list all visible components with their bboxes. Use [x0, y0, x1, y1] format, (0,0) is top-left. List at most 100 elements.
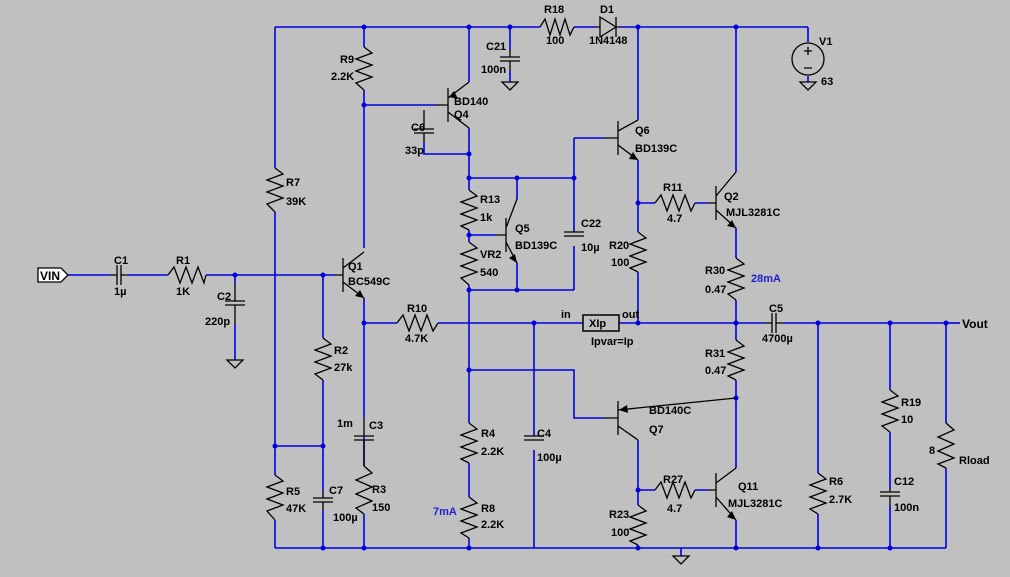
q4-name: Q4	[454, 109, 470, 121]
v1-name: V1	[819, 36, 832, 48]
vr2-name: VR2	[480, 249, 501, 261]
c3-value: 1m	[337, 418, 353, 430]
resistor-r10[interactable]	[396, 313, 439, 333]
capacitor-c1[interactable]	[110, 265, 128, 285]
resistor-r4[interactable]	[459, 422, 479, 464]
resistor-r7[interactable]	[265, 167, 285, 213]
resistor-r19[interactable]	[880, 389, 900, 433]
r5-value: 47K	[286, 503, 306, 515]
transistor-q11[interactable]	[708, 467, 737, 521]
vout-label: Vout	[962, 317, 988, 331]
vas-current-label: 7mA	[433, 506, 457, 518]
r6-name: R6	[829, 476, 843, 488]
resistor-r31[interactable]	[726, 339, 746, 381]
r8-value: 2.2K	[481, 519, 504, 531]
resistor-r6[interactable]	[808, 472, 828, 515]
q1-name: Q1	[348, 261, 363, 273]
r6-value: 2.7K	[829, 494, 852, 506]
resistor-r8[interactable]	[459, 496, 479, 539]
capacitor-c5[interactable]	[765, 313, 784, 333]
resistor-r11[interactable]	[654, 193, 696, 213]
resistor-vr2[interactable]	[459, 241, 479, 286]
capacitor-c22[interactable]	[564, 231, 584, 237]
q2-value: MJL3281C	[726, 207, 780, 219]
r10-value: 4.7K	[405, 333, 428, 345]
resistor-r27[interactable]	[654, 480, 696, 500]
c4-name: C4	[537, 428, 552, 440]
capacitor-c12[interactable]	[880, 488, 900, 505]
r11-name: R11	[663, 182, 683, 194]
transistor-q5[interactable]	[496, 198, 518, 264]
diode-d1[interactable]	[596, 15, 620, 39]
vin-port[interactable]	[37, 267, 69, 283]
c21-name: C21	[486, 41, 506, 53]
resistor-r3[interactable]	[354, 465, 374, 515]
r31-value: 0.47	[705, 365, 726, 377]
r1-name: R1	[176, 255, 190, 267]
q6-value: BD139C	[635, 143, 677, 155]
capacitor-c6[interactable]	[414, 110, 434, 142]
transistor-q7[interactable]	[604, 397, 737, 441]
transistor-q2[interactable]	[708, 171, 737, 229]
r18-name: R18	[544, 4, 564, 16]
q1-value: BC549C	[348, 276, 390, 288]
r27-name: R27	[663, 474, 683, 486]
resistor-r13[interactable]	[459, 189, 479, 231]
junctions	[232, 24, 949, 551]
xip-out-label: out	[622, 309, 639, 321]
q4-value: BD140	[454, 96, 488, 108]
resistor-r2[interactable]	[313, 337, 333, 381]
c2-name: C2	[217, 291, 231, 303]
v1-value: 63	[821, 76, 833, 88]
resistor-r1[interactable]	[167, 265, 207, 286]
r1-value: 1K	[176, 286, 190, 298]
transistor-q4[interactable]	[436, 81, 470, 129]
capacitor-c4[interactable]	[524, 435, 544, 441]
resistor-r20[interactable]	[628, 231, 648, 273]
capacitor-c3[interactable]	[354, 417, 374, 466]
r9-value: 2.2K	[331, 71, 354, 83]
xip-in-label: in	[561, 309, 571, 321]
r9-name: R9	[340, 54, 354, 66]
c1-name: C1	[114, 255, 128, 267]
capacitor-c2[interactable]	[225, 283, 245, 324]
capacitor-c7[interactable]	[313, 491, 333, 510]
r2-value: 27k	[334, 362, 353, 374]
r3-value: 150	[372, 502, 390, 514]
resistor-r30[interactable]	[726, 257, 746, 301]
c3-name: C3	[369, 420, 383, 432]
bias-current-label: 28mA	[751, 273, 781, 285]
r3-name: R3	[372, 484, 386, 496]
c6-value: 33p	[405, 145, 424, 157]
resistor-r18[interactable]	[539, 16, 575, 38]
transistor-q6[interactable]	[604, 119, 639, 161]
q5-name: Q5	[515, 223, 530, 235]
current-probe-xip[interactable]	[582, 314, 620, 332]
c2-value: 220p	[205, 316, 230, 328]
r13-name: R13	[480, 194, 500, 206]
resistor-rload[interactable]	[936, 422, 956, 469]
capacitor-c21[interactable]	[500, 50, 520, 70]
r19-name: R19	[901, 397, 921, 409]
r13-value: 1k	[480, 212, 493, 224]
r11-value: 4.7	[667, 213, 682, 225]
q6-name: Q6	[635, 125, 650, 137]
resistor-r5[interactable]	[265, 474, 285, 521]
rload-value: 8	[929, 445, 935, 457]
c22-value: 10µ	[581, 242, 600, 254]
r30-name: R30	[705, 265, 725, 277]
d1-name: D1	[600, 4, 614, 16]
r31-name: R31	[705, 348, 725, 360]
voltage-source-v1[interactable]	[791, 42, 825, 76]
r18-value: 100	[546, 35, 564, 47]
r2-name: R2	[334, 345, 348, 357]
resistor-r9[interactable]	[354, 46, 374, 91]
r7-name: R7	[286, 177, 300, 189]
r20-value: 100	[611, 257, 629, 269]
q5-value: BD139C	[515, 240, 557, 252]
c12-name: C12	[894, 476, 914, 488]
transistor-q1[interactable]	[335, 251, 365, 299]
resistor-r23[interactable]	[628, 504, 648, 546]
r23-value: 100	[611, 527, 629, 539]
